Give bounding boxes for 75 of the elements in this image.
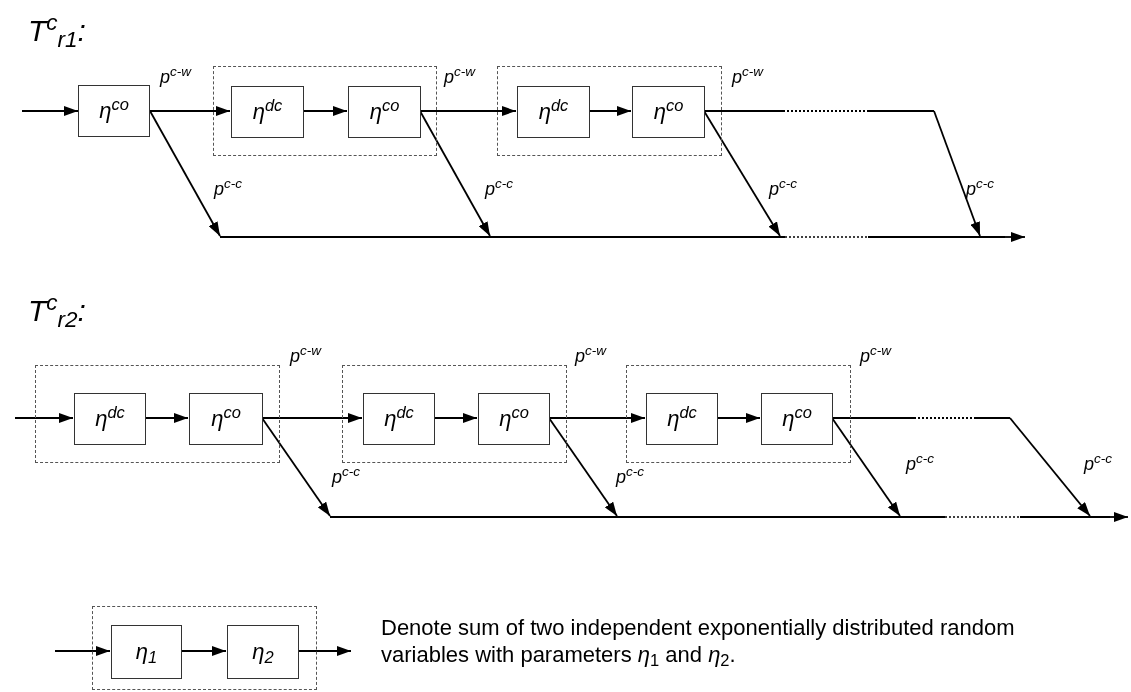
stage-group [35, 365, 280, 463]
arrow [703, 110, 781, 237]
edge-label: p$^{c-w}$ [444, 68, 475, 86]
arrow [302, 106, 348, 116]
arrow [261, 417, 331, 517]
rate-box [646, 393, 718, 445]
edge-label: p$^{c-c}$ [1084, 455, 1112, 473]
rate-label: η$^{dc}$ [252, 101, 283, 123]
arrow [54, 646, 111, 656]
rate-label: η$^{co}$ [99, 100, 129, 122]
arrow [149, 106, 231, 116]
rate-label: η$^{dc}$ [538, 101, 569, 123]
rate-label: η$_{2}$ [252, 641, 274, 663]
rate-box [517, 86, 590, 138]
arrow [144, 413, 189, 423]
rate-label: η$^{co}$ [211, 408, 241, 430]
arrow [419, 110, 491, 237]
edge-label: p$^{c-c}$ [769, 180, 797, 198]
stage-group [213, 66, 437, 156]
edge-label: p$^{c-w}$ [575, 347, 606, 365]
rate-label: η$^{dc}$ [95, 408, 125, 430]
arrow [1009, 417, 1091, 517]
rate-box [111, 625, 182, 679]
edge-label: p$^{c-w}$ [732, 68, 763, 86]
rate-box [227, 625, 299, 679]
arrow [1109, 512, 1129, 522]
arrow [149, 110, 221, 237]
diagram-heading: T$^{c}$$_{r2}$: [28, 288, 86, 333]
edge-label: p$^{c-c}$ [214, 180, 242, 198]
arrow [297, 646, 352, 656]
rate-label: η$^{co}$ [499, 408, 529, 430]
edge-label: p$^{c-w}$ [860, 347, 891, 365]
rate-label: η$^{co}$ [369, 101, 400, 123]
diagram-heading: T$^{c}$$_{r1}$: [28, 8, 86, 53]
arrow [548, 417, 618, 517]
stage-group [92, 606, 317, 690]
arrow [419, 106, 517, 116]
arrow [716, 413, 761, 423]
rate-label: η$^{co}$ [653, 101, 684, 123]
edge-label: p$^{c-c}$ [332, 468, 360, 486]
edge-label: p$^{c-c}$ [616, 468, 644, 486]
rate-box [363, 393, 435, 445]
rate-box [74, 393, 146, 445]
rate-label: η$^{co}$ [782, 408, 812, 430]
edge-label: p$^{c-c}$ [966, 180, 994, 198]
arrow [14, 413, 74, 423]
rate-box [78, 85, 150, 137]
rate-box [348, 86, 421, 138]
edge-label: p$^{c-w}$ [290, 347, 321, 365]
rate-label: η$_{1}$ [135, 641, 158, 663]
arrow [933, 110, 981, 237]
note-text: Denote sum of two independent exponentially distributed random variables with parameters η$_{1}$ and η$_{2}$. [381, 614, 1016, 668]
output-line [330, 516, 1110, 518]
stage-group [626, 365, 851, 463]
output-line [220, 236, 1005, 238]
arrow [21, 106, 79, 116]
rate-box [189, 393, 263, 445]
arrow [261, 413, 363, 423]
rate-label: η$^{dc}$ [384, 408, 414, 430]
rate-box [231, 86, 304, 138]
rate-box [478, 393, 550, 445]
arrow [180, 646, 227, 656]
arrow [433, 413, 478, 423]
arrow [1004, 232, 1026, 242]
arrow [548, 413, 646, 423]
arrow [588, 106, 632, 116]
rate-box [761, 393, 833, 445]
rate-box [632, 86, 705, 138]
stage-group [342, 365, 567, 463]
arrow [831, 417, 901, 517]
rate-label: η$^{dc}$ [667, 408, 697, 430]
edge-label: p$^{c-w}$ [160, 68, 191, 86]
edge-label: p$^{c-c}$ [906, 455, 934, 473]
edge-label: p$^{c-c}$ [485, 180, 513, 198]
stage-group [497, 66, 722, 156]
